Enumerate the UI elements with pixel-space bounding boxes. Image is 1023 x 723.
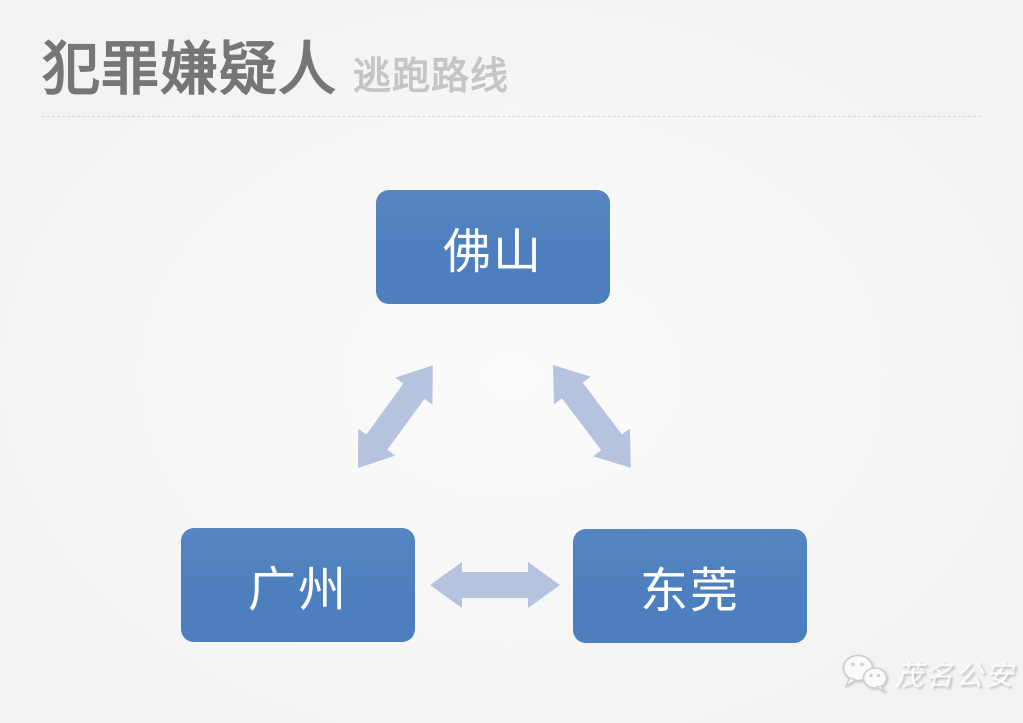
header: 犯罪嫌疑人 逃跑路线 — [42, 22, 509, 106]
node-dongguan-label: 东莞 — [639, 565, 740, 618]
node-guangzhou: 广州 — [181, 528, 415, 642]
arrow-foshan-dongguan — [553, 365, 631, 468]
wechat-icon — [842, 654, 888, 693]
watermark-text: 茂名公安 — [895, 661, 1016, 692]
node-foshan: 佛山 — [376, 190, 610, 304]
header-divider — [42, 116, 981, 117]
arrow-foshan-guangzhou — [358, 365, 433, 468]
node-dongguan: 东莞 — [573, 529, 807, 643]
page-subtitle: 逃跑路线 — [353, 56, 510, 98]
arrow-guangzhou-dongguan — [430, 562, 560, 608]
page-title: 犯罪嫌疑人 — [42, 37, 338, 102]
node-foshan-label: 佛山 — [442, 226, 543, 279]
node-guangzhou-label: 广州 — [247, 564, 348, 617]
watermark: 茂名公安 — [840, 652, 1015, 696]
